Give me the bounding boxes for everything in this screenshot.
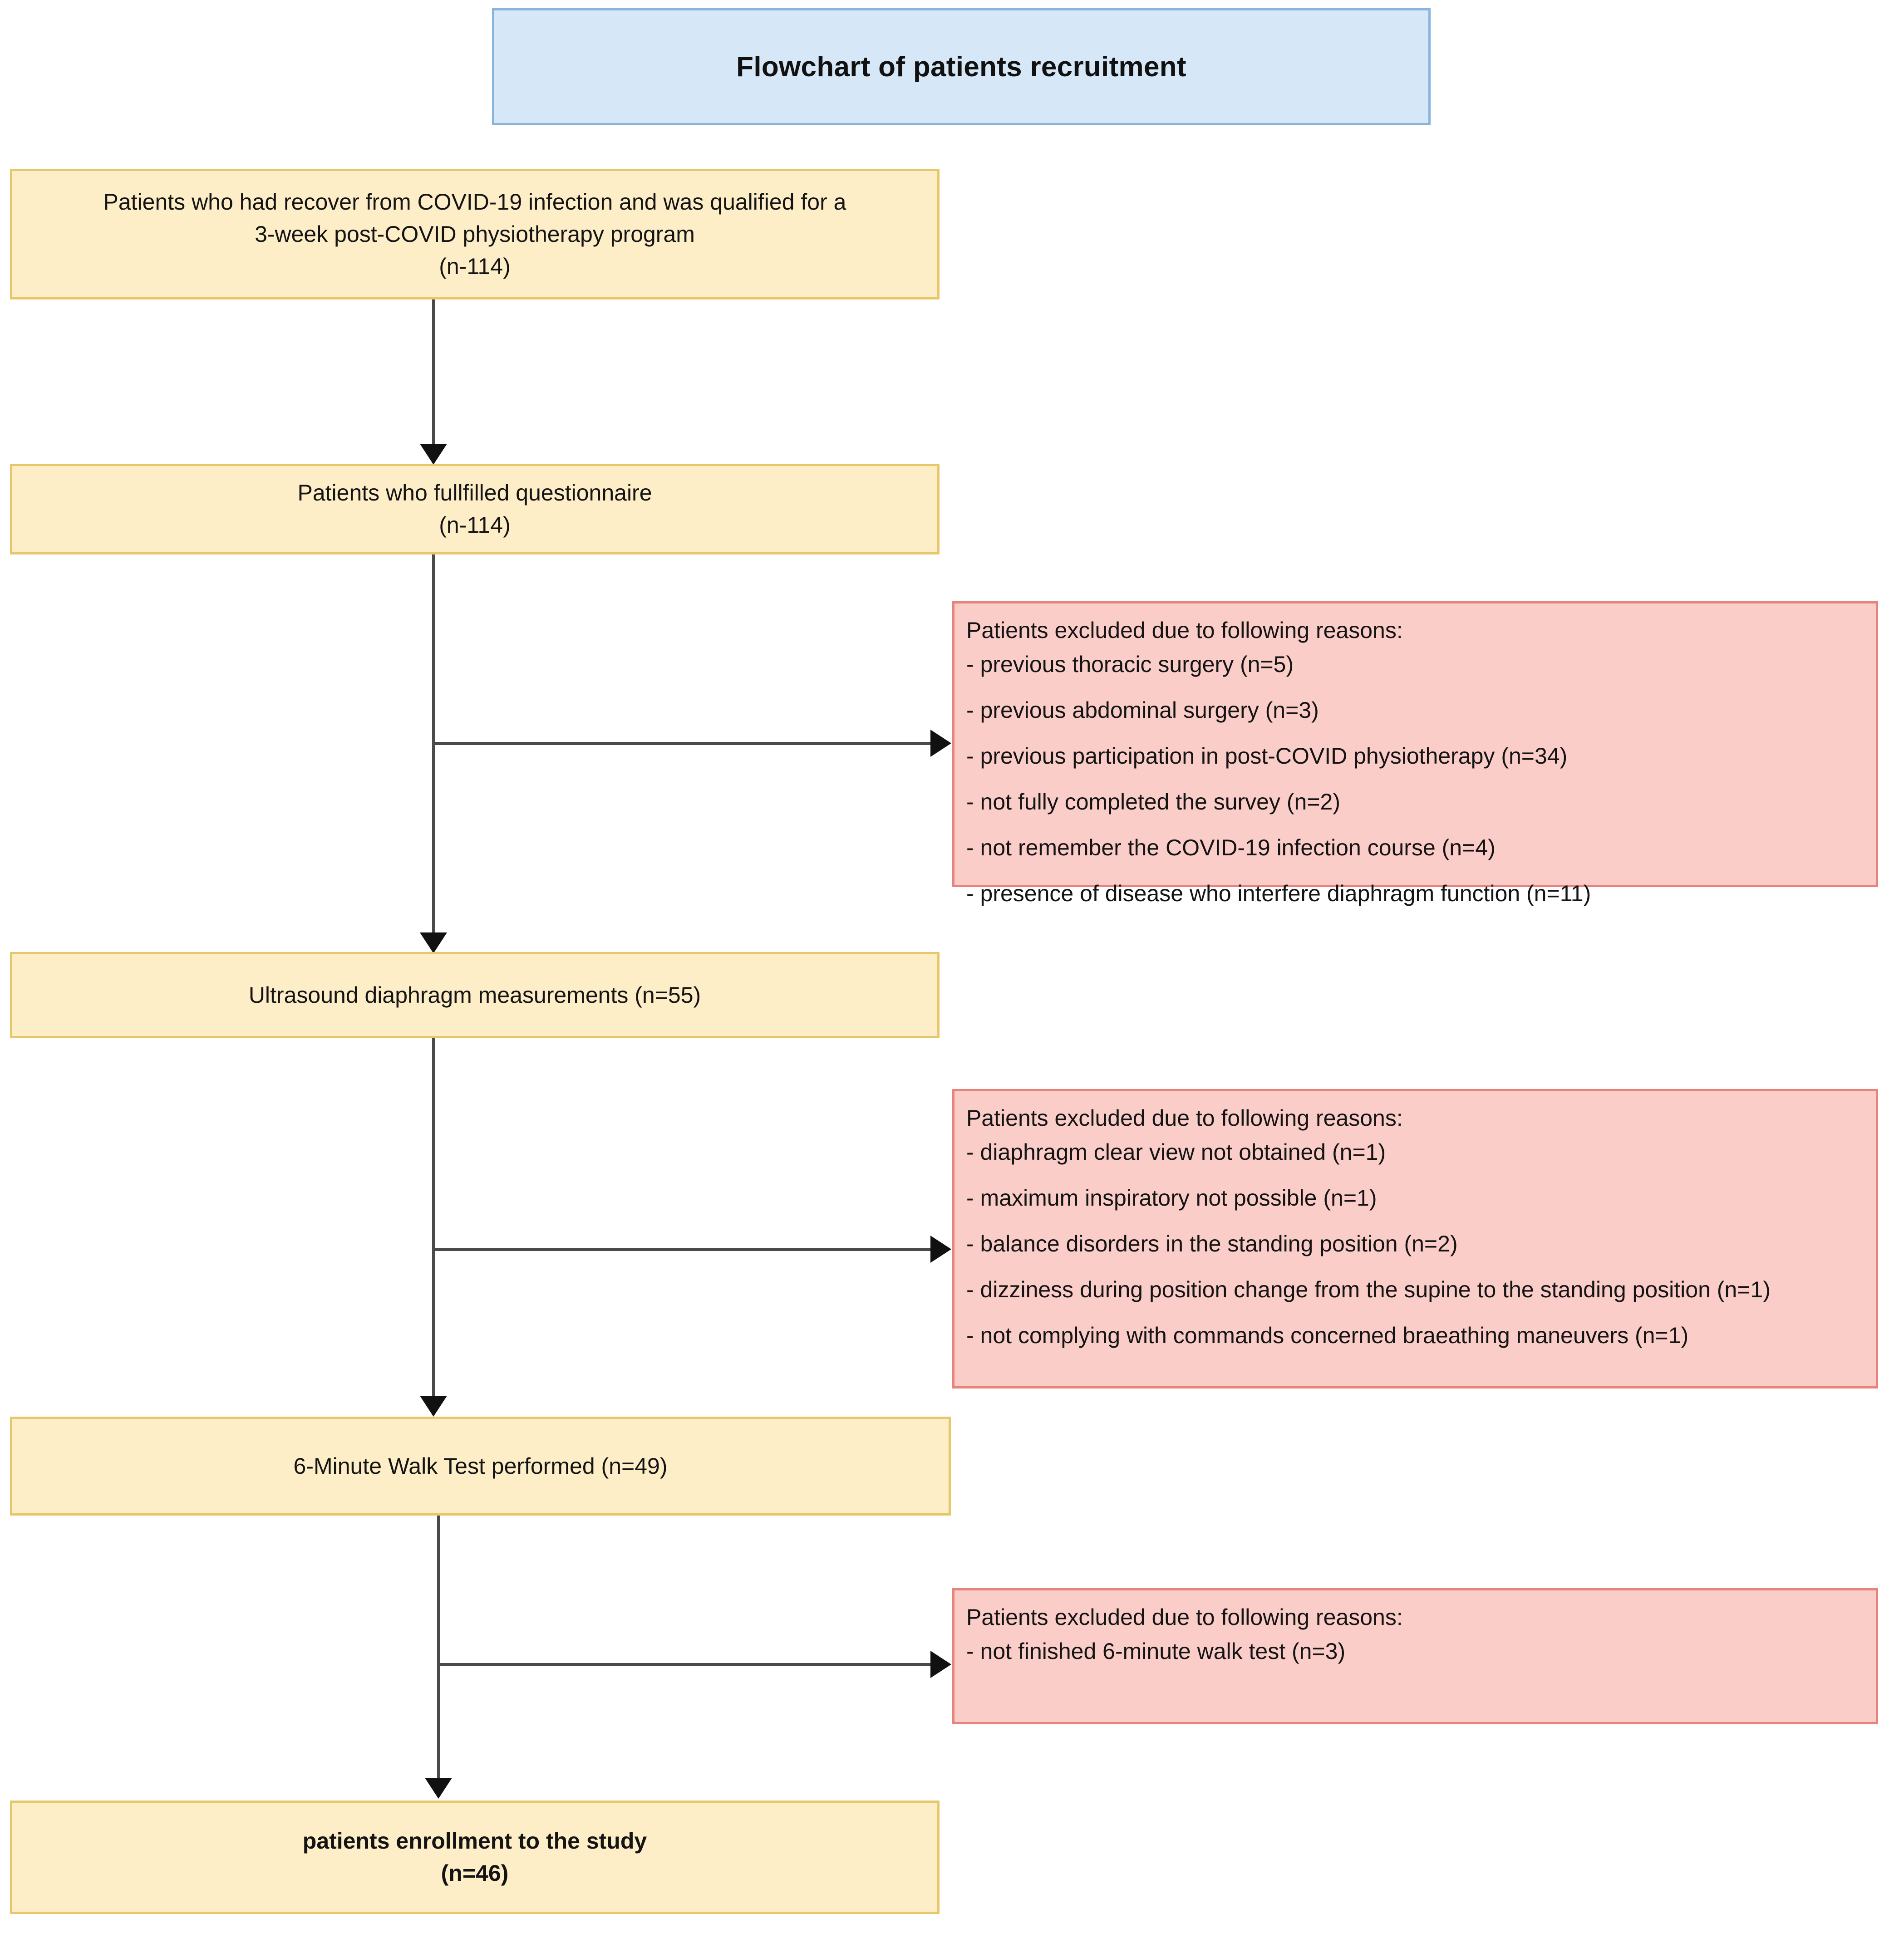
exclusion-3-reason-item: - not finished 6-minute walk test (n=3) <box>966 1639 1346 1664</box>
branch-sixmwt-to-exclusion <box>437 1663 930 1666</box>
branch-ultrasound-to-exclusion <box>432 1248 930 1251</box>
node-enrollment-line-2: (n=46) <box>441 1860 509 1886</box>
node-recovered-line-2: 3-week post-COVID physiotherapy program <box>255 221 695 247</box>
exclusion-1-reason-item: - not remember the COVID-19 infection co… <box>966 835 1496 860</box>
node-ultrasound-measurements: Ultrasound diaphragm measurements (n=55) <box>10 952 940 1038</box>
node-questionnaire: Patients who fullfilled questionnaire (n… <box>10 464 940 554</box>
exclusion-1-heading: Patients excluded due to following reaso… <box>966 618 1403 643</box>
exclusion-2-heading: Patients excluded due to following reaso… <box>966 1105 1403 1131</box>
arrowhead-recovered-to-questionnaire <box>420 444 447 465</box>
node-enrollment-line-1: patients enrollment to the study <box>302 1828 647 1854</box>
exclusion-box-after-questionnaire: Patients excluded due to following reaso… <box>952 601 1878 906</box>
node-sixmwt-line-1: 6-Minute Walk Test performed (n=49) <box>293 1453 668 1479</box>
arrowhead-questionnaire-to-ultrasound <box>420 932 447 953</box>
exclusion-2-reason-item: - dizziness during position change from … <box>966 1277 1771 1302</box>
exclusion-3-heading: Patients excluded due to following reaso… <box>966 1604 1403 1630</box>
exclusion-2-reason-item: - balance disorders in the standing posi… <box>966 1231 1458 1256</box>
branch-questionnaire-to-exclusion <box>432 742 930 745</box>
exclusion-box-after-ultrasound: Patients excluded due to following reaso… <box>952 1089 1878 1389</box>
node-patients-enrollment: patients enrollment to the study (n=46) <box>10 1801 940 1914</box>
node-recovered-patients: Patients who had recover from COVID-19 i… <box>10 169 940 299</box>
flowchart-title-box: Flowchart of patients recruitment <box>492 8 1431 125</box>
connector-questionnaire-to-ultrasound <box>432 554 435 937</box>
exclusion-1-reason-item: - not fully completed the survey (n=2) <box>966 789 1340 814</box>
exclusion-2-reason-item: - diaphragm clear view not obtained (n=1… <box>966 1139 1386 1165</box>
node-recovered-line-3: (n-114) <box>439 253 511 279</box>
exclusion-1-reason-item: - previous participation in post-COVID p… <box>966 743 1568 769</box>
exclusion-2-reason-item: - maximum inspiratory not possible (n=1) <box>966 1185 1377 1211</box>
connector-sixmwt-to-enrollment <box>437 1516 440 1782</box>
flowchart-title-text: Flowchart of patients recruitment <box>736 51 1186 83</box>
node-questionnaire-line-1: Patients who fullfilled questionnaire <box>297 480 652 505</box>
node-recovered-line-1: Patients who had recover from COVID-19 i… <box>103 189 846 215</box>
exclusion-2-reason-list: - diaphragm clear view not obtained (n=1… <box>966 1135 1771 1353</box>
exclusion-1-reason-item: - presence of disease who interfere diap… <box>966 881 1591 906</box>
node-six-minute-walk-test: 6-Minute Walk Test performed (n=49) <box>10 1417 951 1516</box>
node-ultrasound-line-1: Ultrasound diaphragm measurements (n=55) <box>248 982 701 1008</box>
arrowhead-sixmwt-to-exclusion <box>930 1651 951 1678</box>
arrowhead-ultrasound-to-sixmwt <box>420 1396 447 1417</box>
arrowhead-questionnaire-to-exclusion <box>930 730 951 757</box>
exclusion-3-reason-list: - not finished 6-minute walk test (n=3) <box>966 1634 1345 1668</box>
exclusion-box-after-sixmwt: Patients excluded due to following reaso… <box>952 1588 1878 1724</box>
arrowhead-sixmwt-to-enrollment <box>425 1778 452 1799</box>
arrowhead-ultrasound-to-exclusion <box>930 1236 951 1263</box>
node-questionnaire-line-2: (n-114) <box>439 512 511 538</box>
exclusion-1-reason-item: - previous abdominal surgery (n=3) <box>966 697 1319 723</box>
exclusion-1-reason-list: - previous thoracic surgery (n=5) - prev… <box>966 648 1591 911</box>
exclusion-2-reason-item: - not complying with commands concerned … <box>966 1323 1689 1348</box>
exclusion-1-reason-item: - previous thoracic surgery (n=5) <box>966 652 1294 677</box>
connector-ultrasound-to-sixmwt <box>432 1038 435 1400</box>
connector-recovered-to-questionnaire <box>432 299 435 448</box>
